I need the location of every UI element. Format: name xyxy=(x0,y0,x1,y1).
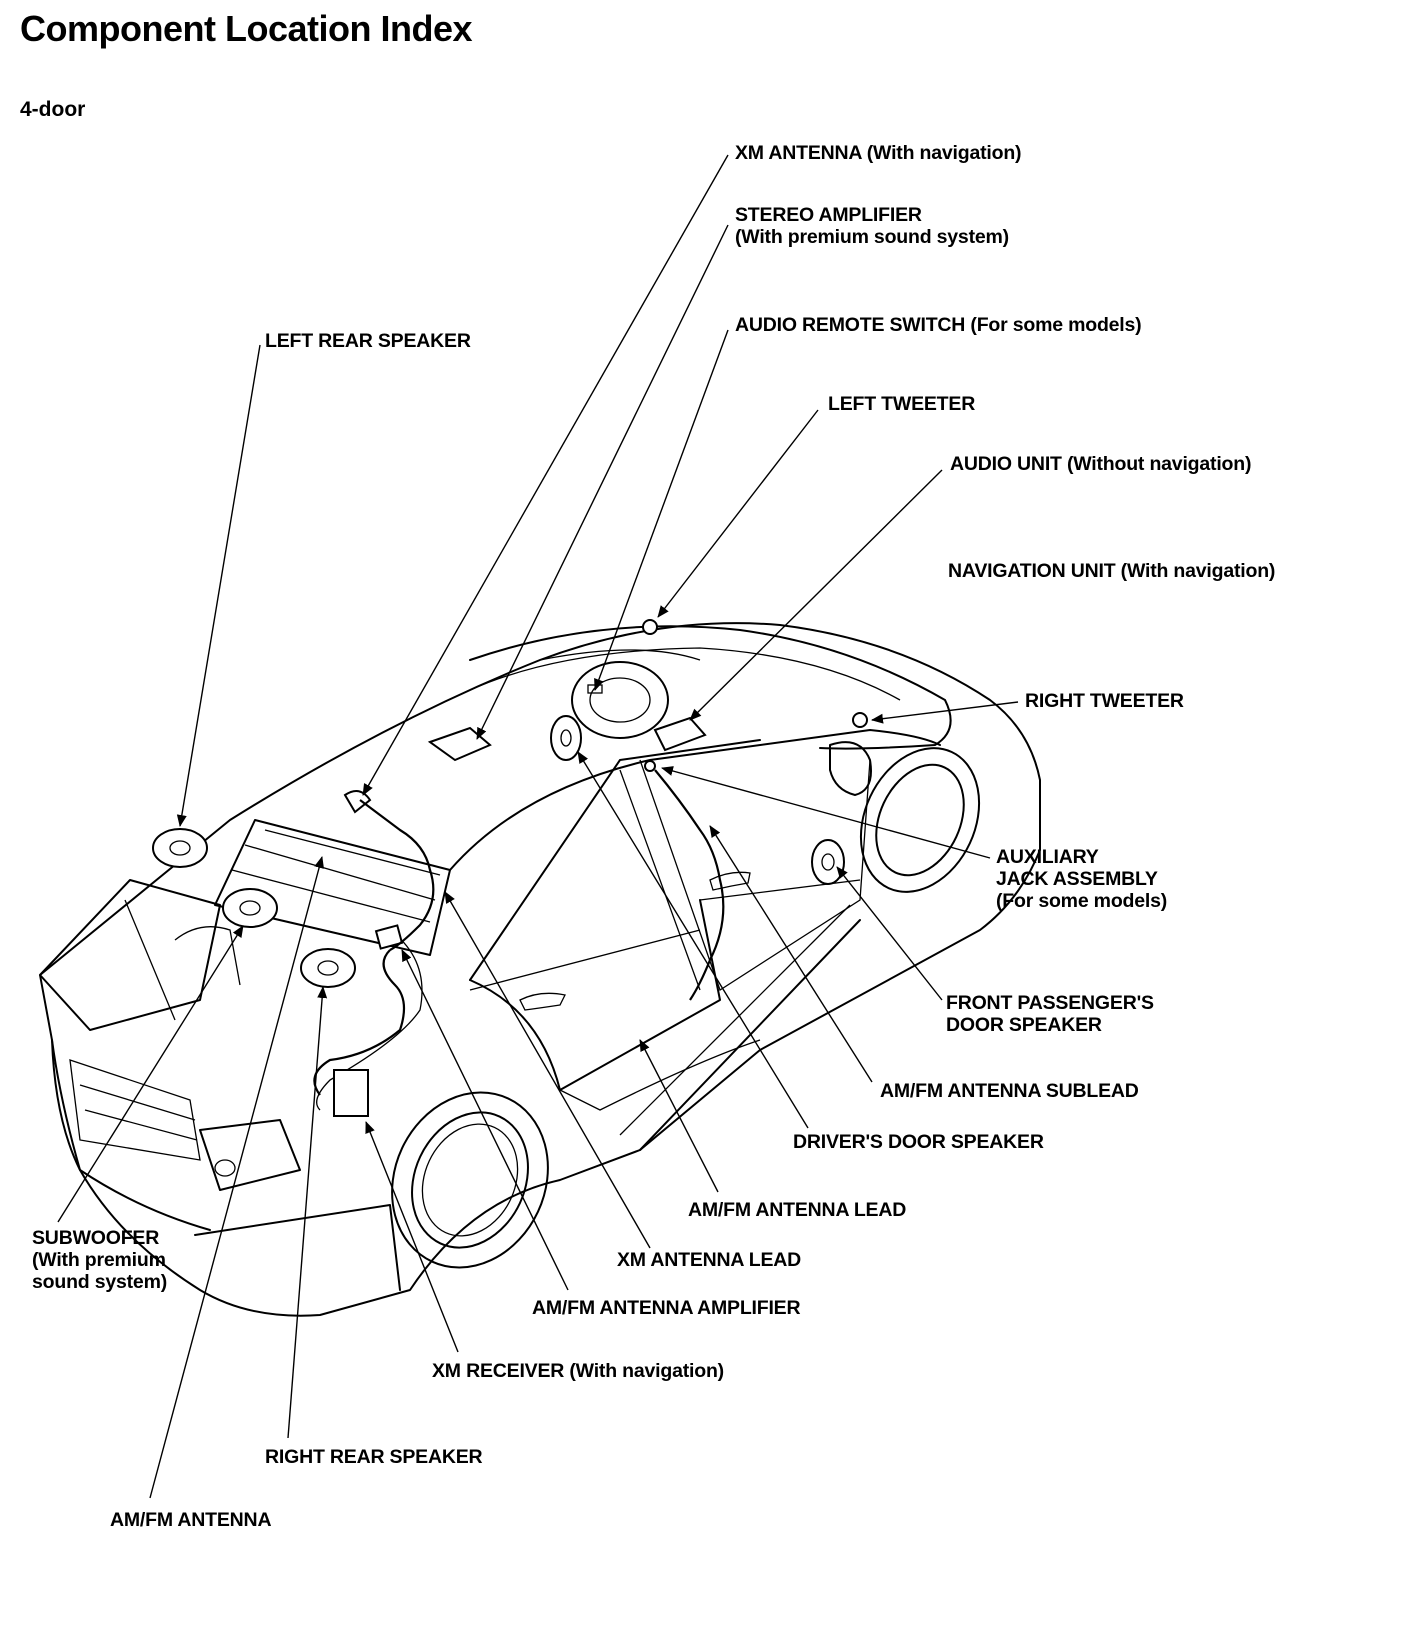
leader-xm-receiver xyxy=(365,1121,459,1353)
leader-lines xyxy=(57,154,1019,1499)
am-fm-antenna-amplifier-shape xyxy=(374,924,404,950)
label-am-fm-antenna-amplifier: AM/FM ANTENNA AMPLIFIER xyxy=(532,1297,801,1319)
label-front-passenger-speaker: FRONT PASSENGER'S DOOR SPEAKER xyxy=(946,992,1154,1036)
leader-audio-remote-switch xyxy=(594,329,729,691)
right-rear-speaker-shape xyxy=(300,948,356,988)
front-passenger-speaker-shape xyxy=(811,839,845,885)
label-left-tweeter: LEFT TWEETER xyxy=(828,393,976,415)
label-am-fm-antenna-sublead: AM/FM ANTENNA SUBLEAD xyxy=(880,1080,1139,1102)
leader-am-fm-antenna-lead xyxy=(639,1039,719,1193)
components xyxy=(152,619,868,1117)
leader-drivers-door-speaker xyxy=(577,751,809,1129)
label-left-rear-speaker: LEFT REAR SPEAKER xyxy=(265,330,471,352)
label-xm-antenna-lead: XM ANTENNA LEAD xyxy=(617,1249,802,1271)
leader-xm-antenna-lead xyxy=(444,891,651,1249)
label-am-fm-antenna: AM/FM ANTENNA xyxy=(110,1509,272,1531)
label-xm-antenna: XM ANTENNA (With navigation) xyxy=(735,142,1022,164)
leader-stereo-amplifier xyxy=(476,224,729,740)
leader-right-rear-speaker xyxy=(287,986,328,1439)
xm-receiver-shape xyxy=(333,1069,369,1117)
label-drivers-door-speaker: DRIVER'S DOOR SPEAKER xyxy=(793,1131,1044,1153)
leader-auxiliary-jack xyxy=(661,766,991,859)
drivers-door-speaker-shape xyxy=(550,715,582,761)
label-subwoofer: SUBWOOFER (With premium sound system) xyxy=(32,1227,168,1293)
leader-subwoofer xyxy=(57,925,244,1223)
label-am-fm-antenna-lead: AM/FM ANTENNA LEAD xyxy=(688,1199,907,1221)
auxiliary-jack-shape xyxy=(644,760,656,772)
subwoofer-shape xyxy=(222,888,278,928)
label-navigation-unit: NAVIGATION UNIT (With navigation) xyxy=(948,560,1276,582)
label-xm-receiver: XM RECEIVER (With navigation) xyxy=(432,1360,724,1382)
xm-antenna-shape xyxy=(343,790,372,814)
leader-audio-unit xyxy=(689,469,943,721)
leader-front-passenger-speaker xyxy=(836,866,943,1001)
label-stereo-amplifier: STEREO AMPLIFIER (With premium sound sys… xyxy=(735,204,1009,248)
leader-left-tweeter xyxy=(657,409,819,618)
label-auxiliary-jack: AUXILIARY JACK ASSEMBLY (For some models… xyxy=(996,846,1168,912)
label-audio-unit: AUDIO UNIT (Without navigation) xyxy=(950,453,1252,475)
leader-am-fm-antenna xyxy=(149,856,324,1499)
audio-unit-shape xyxy=(653,716,707,752)
left-tweeter-shape xyxy=(642,619,658,635)
page-title: Component Location Index xyxy=(20,8,473,49)
label-right-rear-speaker: RIGHT REAR SPEAKER xyxy=(265,1446,483,1468)
car-outline xyxy=(39,622,1041,1317)
label-audio-remote-switch: AUDIO REMOTE SWITCH (For some models) xyxy=(735,314,1142,336)
stereo-amplifier-shape xyxy=(427,726,492,762)
leader-xm-antenna xyxy=(362,154,729,796)
leader-am-fm-antenna-amplifier xyxy=(401,949,569,1291)
leader-right-tweeter xyxy=(871,701,1019,724)
right-tweeter-shape xyxy=(852,712,868,728)
leader-left-rear-speaker xyxy=(176,344,261,827)
page-subtitle: 4-door xyxy=(20,98,86,121)
left-rear-speaker-shape xyxy=(152,828,208,868)
leader-am-fm-antenna-sublead xyxy=(709,825,873,1083)
label-right-tweeter: RIGHT TWEETER xyxy=(1025,690,1184,712)
